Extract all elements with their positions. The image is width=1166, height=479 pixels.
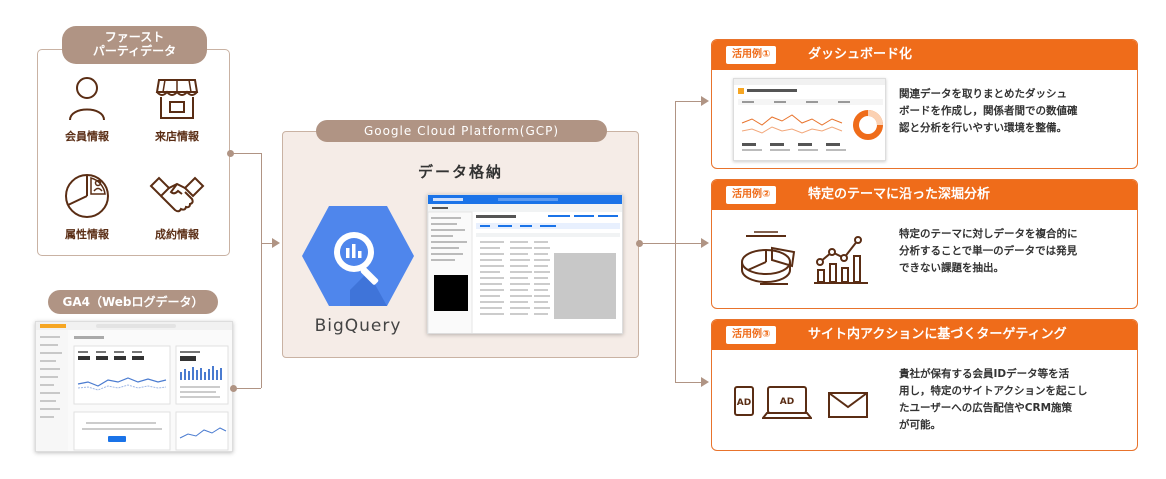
use-case-3-desc-line: が可能。 [899, 419, 941, 431]
pie-analysis-icon [741, 231, 796, 285]
use-case-3-connector [675, 382, 702, 383]
use-case-2-description: 特定のテーマに対しデータを複合的に 分析することで単一のデータでは発見 できない… [899, 226, 1124, 277]
member-info-label: 会員情報 [65, 130, 109, 143]
use-case-1-desc-line: 認と分析を行いやすい環境を整備。 [899, 122, 1067, 134]
bigquery-logo-icon [302, 206, 414, 306]
gcp-output-dot [636, 240, 643, 247]
contract-info-item: 成約情報 [137, 172, 217, 242]
first-party-title-line1: ファースト [104, 30, 165, 44]
first-party-title-line2: パーティデータ [92, 44, 177, 58]
use-case-3-description: 貴社が保有する会員IDデータ等を活 用し，特定のサイトアクションを起こし たユー… [899, 366, 1124, 434]
laptop-ad-icon: AD [762, 386, 812, 419]
gcp-output-connector [639, 243, 675, 244]
smartphone-ad-icon: AD [734, 386, 754, 416]
use-case-1-badge: 活用例① [726, 46, 777, 64]
use-case-1-header: 活用例① ダッシュボード化 [712, 40, 1137, 70]
use-case-3-desc-line: 用し，特定のサイトアクションを起こし [899, 385, 1088, 397]
visit-info-item: 来店情報 [137, 76, 217, 144]
use-case-1-description: 関連データを取りまとめたダッシュ ボードを作成し，関係者間での数値確 認と分析を… [899, 86, 1124, 137]
ga4-screenshot [35, 321, 233, 452]
use-case-3-title: サイト内アクションに基づくターゲティング [808, 327, 1067, 342]
first-party-data-title: ファースト パーティデータ [62, 26, 207, 64]
attribute-info-item: 属性情報 [47, 172, 127, 242]
right-connector-vertical [675, 101, 676, 382]
use-case-2-title: 特定のテーマに沿った深堀分析 [808, 187, 991, 202]
dashboard-screenshot [733, 78, 886, 161]
bigquery-screenshot-image [428, 195, 622, 333]
first-party-connector [230, 153, 261, 154]
ga4-screenshot-image [36, 322, 232, 451]
use-case-3-desc-line: 貴社が保有する会員IDデータ等を活 [899, 368, 1070, 380]
ga4-connector [233, 388, 261, 389]
use-case-1-title: ダッシュボード化 [808, 47, 913, 62]
ga4-title: GA4（Webログデータ） [48, 290, 218, 314]
contract-info-label: 成約情報 [155, 228, 199, 241]
mail-icon [828, 392, 868, 418]
first-party-data-panel: 会員情報 来店情報 属性情報 成約情報 [37, 49, 230, 256]
gcp-title: Google Cloud Platform(GCP) [316, 120, 607, 142]
ga4-connector-dot [230, 385, 237, 392]
use-case-2-desc-line: 分析することで単一のデータでは発見 [899, 245, 1078, 257]
data-storage-title: データ格納 [417, 163, 503, 181]
first-party-connector-dot [227, 150, 234, 157]
use-case-2-card: 活用例② 特定のテーマに沿った深堀分析 特定のテーマに対しデータを複合的に 分析… [711, 179, 1138, 309]
left-connector-vertical [261, 153, 262, 388]
pie-person-icon [65, 174, 109, 218]
use-case-3-card: 活用例③ サイト内アクションに基づくターゲティング AD AD 貴社が保有する会… [711, 319, 1138, 451]
attribute-info-label: 属性情報 [65, 228, 109, 241]
use-case-1-desc-line: ボードを作成し，関係者間での数値確 [899, 105, 1078, 117]
bigquery-label: BigQuery [314, 316, 402, 336]
use-case-3-badge: 活用例③ [726, 326, 777, 344]
use-case-2-connector [675, 243, 702, 244]
laptop-ad-text: AD [780, 397, 794, 407]
gcp-input-connector [261, 243, 274, 244]
use-case-3-desc-line: たユーザーへの広告配信やCRM施策 [899, 402, 1073, 414]
bar-line-chart-icon [814, 236, 868, 284]
use-case-1-connector [675, 101, 702, 102]
use-case-2-badge: 活用例② [726, 186, 777, 204]
use-case-2-header: 活用例② 特定のテーマに沿った深堀分析 [712, 180, 1137, 210]
use-case-2-desc-line: できない課題を抽出。 [899, 262, 1004, 274]
use-case-1-desc-line: 関連データを取りまとめたダッシュ [899, 88, 1067, 100]
use-case-2-desc-line: 特定のテーマに対しデータを複合的に [899, 228, 1078, 240]
storefront-icon [155, 79, 199, 119]
use-case-1-arrow [701, 96, 709, 106]
dashboard-screenshot-image [734, 79, 885, 151]
use-case-1-card: 活用例① ダッシュボード化 関連データを取りまとめたダッシュ ボードを作成し，関… [711, 39, 1138, 169]
use-case-3-header: 活用例③ サイト内アクションに基づくターゲティング [712, 320, 1137, 350]
gcp-input-arrow [272, 238, 280, 248]
visit-info-label: 来店情報 [155, 130, 199, 143]
bigquery-screenshot [427, 194, 623, 334]
handshake-icon [149, 176, 205, 213]
use-case-2-arrow [701, 238, 709, 248]
person-icon [69, 77, 105, 121]
member-info-item: 会員情報 [47, 76, 127, 144]
use-case-3-arrow [701, 377, 709, 387]
smartphone-ad-text: AD [737, 398, 751, 408]
